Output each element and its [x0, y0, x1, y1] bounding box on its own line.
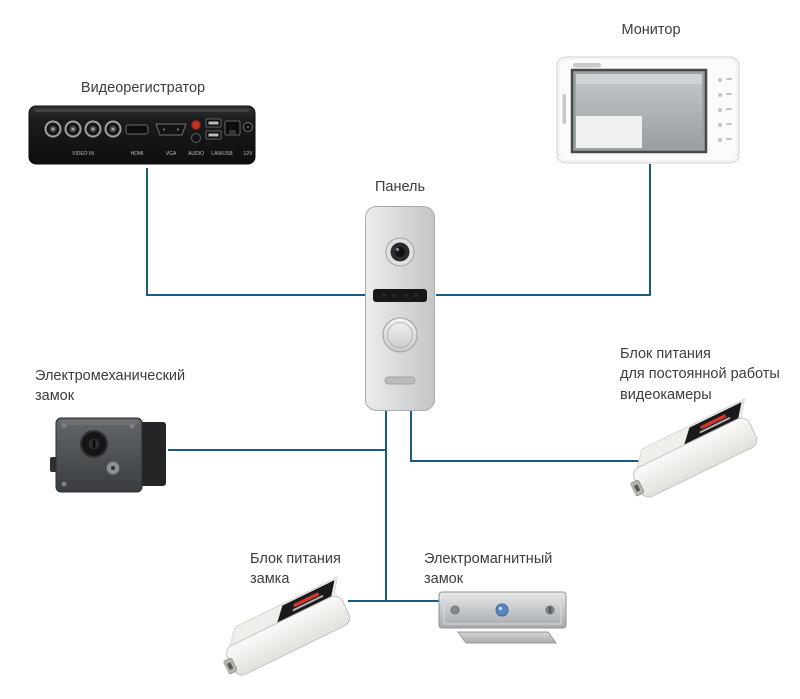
dvr-image: VIDEO IN HDMI VGA AUDIO LAN/USB 12V: [28, 105, 256, 165]
label-psu-lock: Блок питания замка: [250, 551, 341, 588]
audio-label: AUDIO: [188, 151, 204, 157]
dc-power-jack: [243, 122, 253, 132]
psu-camera-device: [616, 388, 779, 511]
monitor-device: [556, 56, 740, 164]
psu-lock-image: [223, 576, 351, 676]
lock-knob: [106, 461, 120, 475]
psu-output-connector: [630, 480, 645, 497]
electromech-lock-image: [50, 417, 166, 493]
hdmi-port: [125, 124, 149, 135]
dvr-device: VIDEO IN HDMI VGA AUDIO LAN/USB 12V: [28, 102, 256, 168]
door-panel-image: [365, 206, 435, 411]
maglock-led: [495, 603, 509, 617]
psu-camera-image: [630, 398, 758, 498]
wire-monitor-vertical: [649, 164, 651, 296]
dvr-port-labels: VIDEO IN HDMI VGA AUDIO LAN/USB 12V: [72, 151, 253, 157]
wire-dvr-vertical: [146, 168, 148, 296]
hdmi-label: HDMI: [131, 151, 144, 157]
monitor-screen: [570, 68, 708, 154]
panel-speaker-slot: [384, 376, 416, 385]
wire-dvr-to-panel: [146, 294, 366, 296]
label-monitor: Монитор: [621, 22, 681, 38]
lan-usb-label: LAN/USB: [211, 151, 233, 157]
wire-psu-lock-to-maglock: [348, 600, 445, 602]
lock-cylinder: [80, 430, 108, 458]
psu-lock-device: [209, 566, 372, 689]
maglock-armature-plate: [457, 631, 557, 644]
monitor-control-buttons: [718, 78, 732, 142]
monitor-brand-mark: [573, 63, 601, 68]
maglock-body: [438, 591, 567, 629]
wire-to-electromech-lock: [168, 449, 387, 451]
usb-ports: [205, 118, 222, 140]
power-label: 12V: [244, 151, 254, 157]
panel-call-button: [382, 317, 418, 353]
bnc-video-in-ports: [44, 120, 122, 138]
audio-jacks: [191, 120, 201, 143]
lock-side-plate: [138, 422, 166, 486]
label-dvr: Видеорегистратор: [80, 80, 206, 96]
label-psu-camera: Блок питания для постоянной работы видео…: [620, 346, 780, 403]
label-electromagnetic-lock: Электромагнитный замок: [424, 551, 553, 588]
psu-brand-mark: [293, 592, 320, 607]
door-panel-device: [364, 205, 436, 412]
video-in-label: VIDEO IN: [72, 151, 94, 157]
wire-panel-right-drop: [410, 411, 412, 462]
psu-brand-mark: [700, 414, 727, 429]
panel-ir-window: [373, 289, 427, 302]
lan-port: [224, 120, 241, 136]
electromech-lock-device: [50, 410, 170, 500]
vga-port: [155, 123, 187, 136]
electromagnetic-lock-image: [438, 591, 567, 644]
label-panel: Панель: [374, 179, 426, 195]
monitor-image: [556, 56, 740, 164]
monitor-speaker-slot: [562, 94, 566, 124]
panel-camera-lens: [385, 237, 415, 267]
vga-label: VGA: [166, 151, 177, 157]
electromagnetic-lock-device: [438, 586, 568, 648]
wire-to-psu-camera: [410, 460, 650, 462]
psu-output-connector: [223, 658, 238, 675]
label-electromech-lock: Электромеханический замок: [35, 368, 186, 405]
wire-panel-left-drop: [385, 411, 387, 602]
wire-monitor-to-panel: [436, 294, 651, 296]
